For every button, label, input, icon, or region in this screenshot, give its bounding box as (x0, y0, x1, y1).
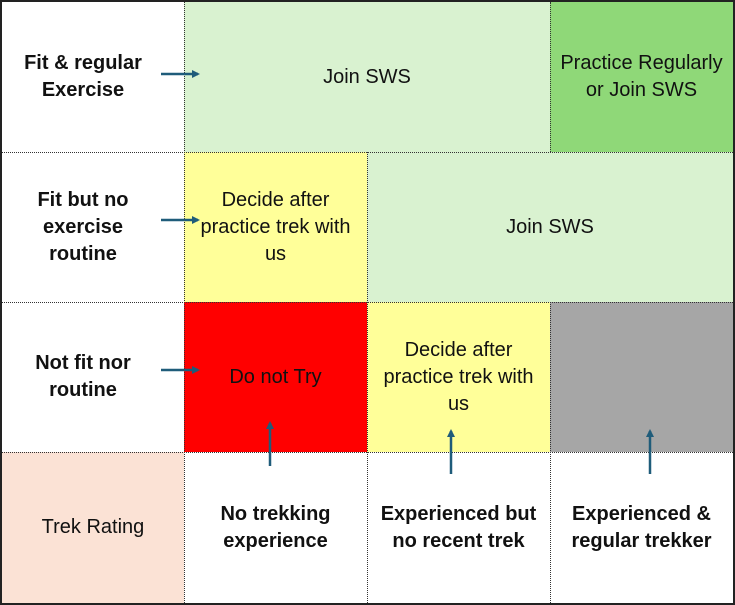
cell-r1-join-sws: Join SWS (184, 2, 550, 152)
divider (2, 152, 733, 153)
cell-r2-join-sws: Join SWS (367, 152, 733, 302)
divider (367, 152, 368, 603)
row-label-fit-no-routine: Fit but no exercise routine (2, 152, 184, 302)
divider (550, 2, 551, 152)
border-right (733, 0, 735, 605)
divider (2, 452, 733, 453)
border-bottom (0, 603, 735, 605)
cell-r3-grey (550, 302, 733, 452)
border-top (0, 0, 735, 2)
row-label-fit-regular: Fit & regular Exercise (2, 2, 184, 152)
column-header-trek-rating: Trek Rating (2, 452, 184, 603)
column-label-regular: Experienced & regular trekker (550, 452, 733, 603)
cell-r1-practice: Practice Regularly or Join SWS (550, 2, 733, 152)
cell-r2-decide: Decide after practice trek with us (184, 152, 367, 302)
border-left (0, 0, 2, 605)
cell-r3-decide: Decide after practice trek with us (367, 302, 550, 452)
row-label-not-fit: Not fit nor routine (2, 302, 184, 452)
cell-r3-do-not-try: Do not Try (184, 302, 367, 452)
column-label-no-recent: Experienced but no recent trek (367, 452, 550, 603)
divider (2, 302, 733, 303)
column-label-no-experience: No trekking experience (184, 452, 367, 603)
